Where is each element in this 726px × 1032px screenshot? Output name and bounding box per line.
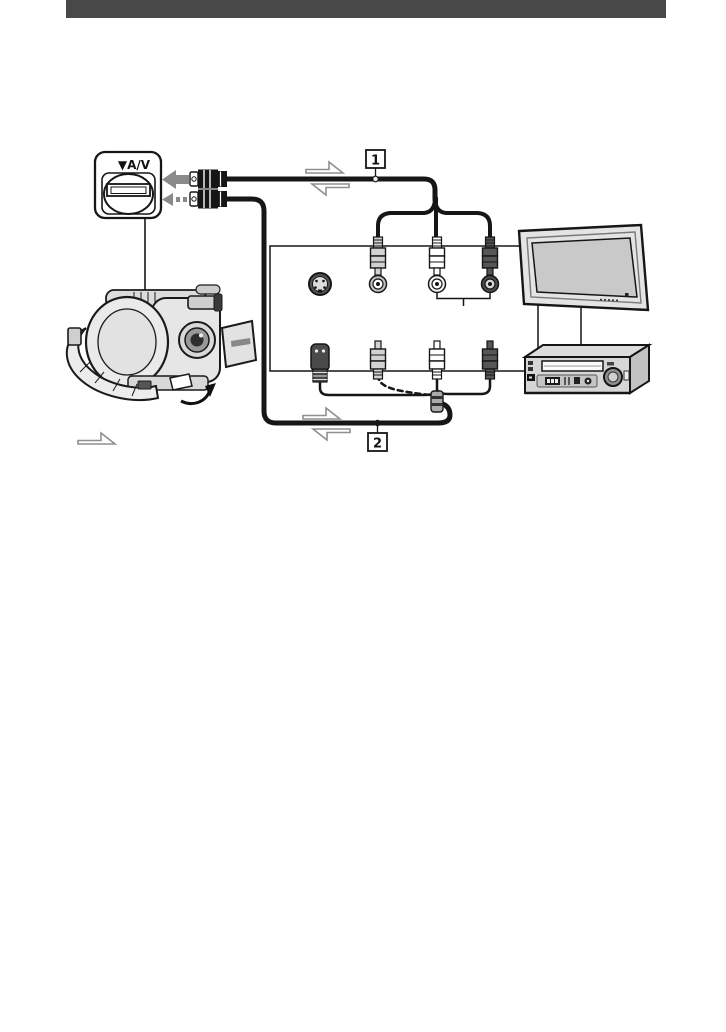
cable-1: [223, 176, 438, 203]
tv-screen: [531, 237, 638, 298]
tv-front-controls: [600, 293, 629, 302]
signal-flow-arrow: [77, 432, 116, 445]
cable-1-branches: [376, 196, 492, 242]
tv-illustration: [517, 223, 650, 352]
optional-video-cable-dashed: [376, 373, 432, 397]
av-jack-label: ▼A/V: [118, 158, 151, 172]
rca-plug-yellow: [369, 236, 387, 276]
rca-plug-red-2: [481, 340, 499, 380]
dotted-arrow-icon: [162, 193, 173, 206]
cable-1-label: 1: [371, 154, 380, 169]
camcorder-illustration: [66, 284, 258, 405]
page-header-bar: [66, 0, 666, 18]
video-jack-yellow: [368, 274, 388, 294]
rca-plug-white: [428, 236, 446, 276]
s-video-jack: [308, 272, 332, 296]
signal-flow-arrow: [302, 407, 341, 420]
cable-2-label: 2: [373, 437, 382, 452]
rca-plug-red: [481, 236, 499, 276]
camcorder-av-jack: [137, 380, 152, 390]
s-video-plug: [310, 343, 330, 383]
jack-panel-outline: [269, 245, 526, 372]
open-jack-cover-arrow: [180, 383, 216, 405]
audio-jack-red: [480, 274, 500, 294]
solid-arrow-icon: [162, 170, 189, 189]
cable-2-branches: [318, 373, 492, 413]
signal-flow-arrow: [305, 161, 344, 174]
cable-2: [223, 196, 453, 426]
cable-1-callout: 1: [365, 149, 386, 183]
audio-jacks-bracket: [436, 293, 491, 306]
vcr-illustration: [521, 343, 653, 395]
jack-cover-flap: [169, 373, 193, 391]
cable-junction-sleeve: [430, 390, 444, 413]
rca-plug-yellow-2: [369, 340, 387, 380]
audio-jack-white: [427, 274, 447, 294]
av-jack-symbol: [101, 172, 156, 215]
signal-flow-arrow: [311, 183, 350, 196]
av-remote-plug-bottom: [162, 189, 227, 209]
camcorder-hand-strap: [66, 327, 160, 401]
cable-2-callout: 2: [367, 419, 388, 452]
av-remote-plug-top: [162, 169, 227, 189]
rca-plug-white-2: [428, 340, 446, 380]
signal-flow-arrow: [312, 428, 351, 441]
